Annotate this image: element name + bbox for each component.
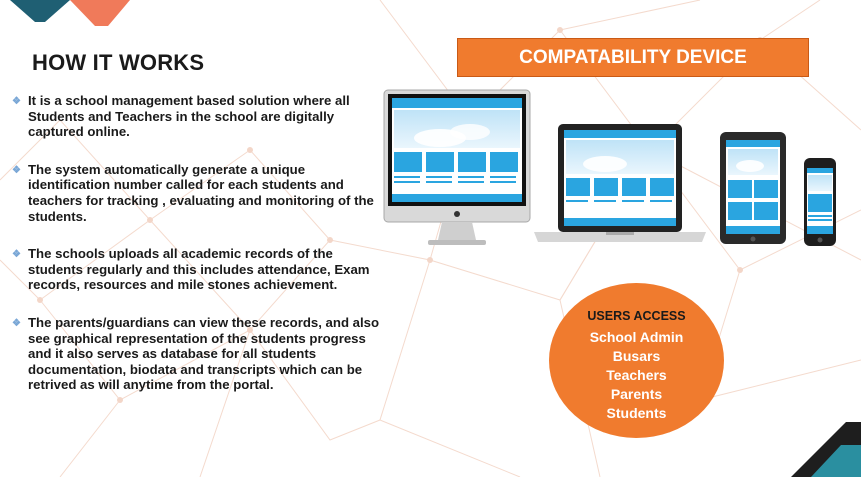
corner-decoration-top-left (10, 0, 130, 26)
bullet-item: ❖ The system automatically generate a un… (12, 162, 384, 224)
bullet-text: The schools uploads all academic records… (28, 246, 370, 293)
bullet-item: ❖ It is a school management based soluti… (12, 93, 384, 140)
role-item: Students (606, 405, 667, 421)
role-item: School Admin (589, 329, 684, 345)
desktop-monitor-icon (383, 89, 531, 245)
tablet-icon (720, 132, 786, 244)
compatibility-banner: COMPATABILITY DEVICE (457, 38, 809, 77)
bullet-text: It is a school management based solution… (28, 93, 350, 140)
diamond-bullet-icon: ❖ (12, 164, 21, 176)
role-item: Parents (610, 386, 663, 402)
page-title: HOW IT WORKS (32, 50, 205, 75)
feature-bullet-list: ❖ It is a school management based soluti… (12, 93, 384, 393)
users-access-circle: USERS ACCESS School Admin Busars Teacher… (549, 283, 724, 438)
bullet-item: ❖ The parents/guardians can view these r… (12, 315, 384, 393)
users-role-list: School Admin Busars Teachers Parents Stu… (549, 328, 724, 423)
laptop-icon (534, 124, 706, 242)
role-item: Busars (612, 348, 661, 364)
smartphone-icon (804, 158, 836, 246)
bullet-item: ❖ The schools uploads all academic recor… (12, 246, 384, 293)
diamond-bullet-icon: ❖ (12, 249, 21, 261)
diamond-bullet-icon: ❖ (12, 317, 21, 329)
bullet-text: The parents/guardians can view these rec… (28, 314, 380, 393)
corner-decoration-bottom-right (791, 422, 861, 477)
bullet-text: The system automatically generate a uniq… (28, 161, 374, 224)
users-access-heading: USERS ACCESS (587, 309, 686, 323)
role-item: Teachers (606, 367, 667, 383)
diamond-bullet-icon: ❖ (12, 96, 21, 107)
devices-illustration (383, 89, 836, 246)
